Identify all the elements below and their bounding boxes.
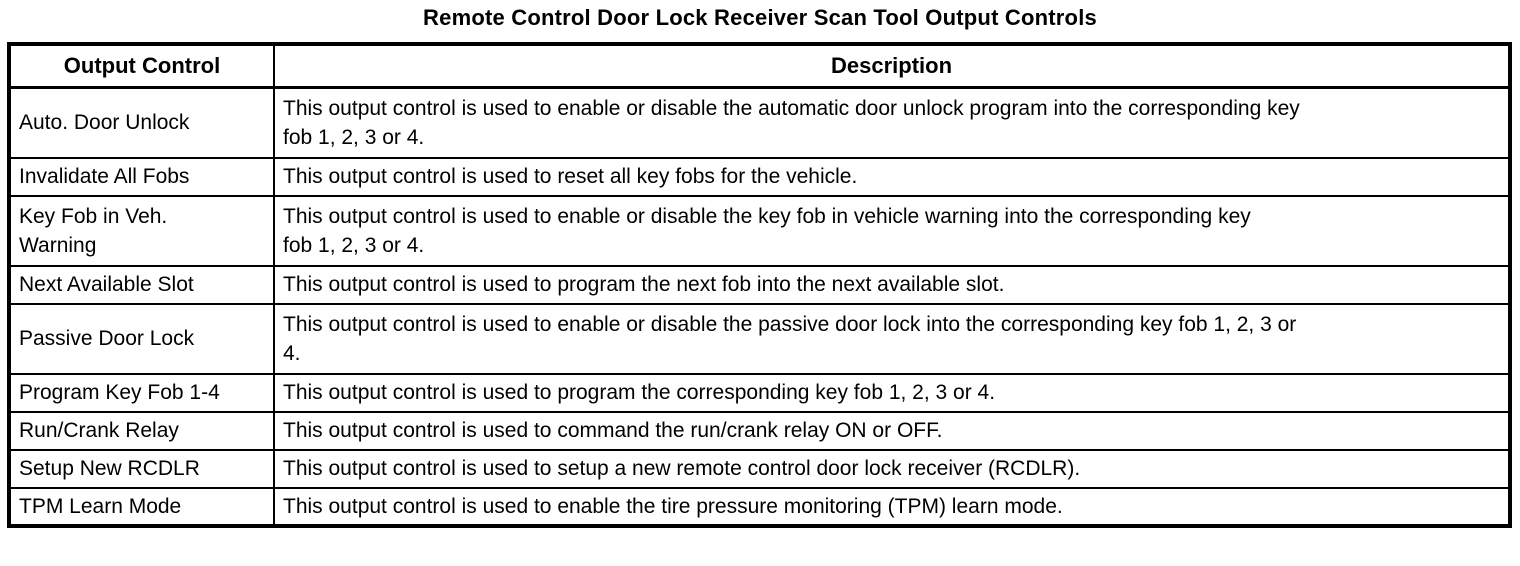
description-cell: This output control is used to enable th…	[273, 486, 1511, 527]
output-control-cell: Key Fob in Veh. Warning	[8, 194, 275, 267]
table-row: Auto. Door Unlock This output control is…	[8, 86, 1511, 159]
output-control-cell: Setup New RCDLR	[8, 448, 275, 489]
output-control-cell: Auto. Door Unlock	[8, 86, 275, 159]
output-control-cell: Invalidate All Fobs	[8, 156, 275, 197]
table-row: Passive Door Lock This output control is…	[8, 302, 1511, 375]
table-row: Key Fob in Veh. Warning This output cont…	[8, 194, 1511, 267]
output-controls-table: Output Control Description Auto. Door Un…	[7, 42, 1512, 528]
description-cell: This output control is used to enable or…	[273, 86, 1511, 159]
output-control-cell: Passive Door Lock	[8, 302, 275, 375]
description-cell: This output control is used to command t…	[273, 410, 1511, 451]
column-header-description: Description	[273, 43, 1511, 89]
output-control-cell: Next Available Slot	[8, 264, 275, 305]
description-cell: This output control is used to enable or…	[273, 194, 1511, 267]
description-cell: This output control is used to program t…	[273, 264, 1511, 305]
table-row: TPM Learn Mode This output control is us…	[8, 486, 1511, 527]
description-cell: This output control is used to enable or…	[273, 302, 1511, 375]
description-cell: This output control is used to reset all…	[273, 156, 1511, 197]
table-row: Next Available Slot This output control …	[8, 264, 1511, 305]
header-row: Output Control Description	[8, 43, 1511, 89]
page-title: Remote Control Door Lock Receiver Scan T…	[423, 5, 1097, 30]
table-row: Run/Crank Relay This output control is u…	[8, 410, 1511, 451]
output-control-cell: Run/Crank Relay	[8, 410, 275, 451]
table-row: Invalidate All Fobs This output control …	[8, 156, 1511, 197]
column-header-output-control: Output Control	[8, 43, 275, 89]
table-row: Setup New RCDLR This output control is u…	[8, 448, 1511, 489]
table-row: Program Key Fob 1-4 This output control …	[8, 372, 1511, 413]
output-control-cell: Program Key Fob 1-4	[8, 372, 275, 413]
description-cell: This output control is used to setup a n…	[273, 448, 1511, 489]
output-control-cell: TPM Learn Mode	[8, 486, 275, 527]
description-cell: This output control is used to program t…	[273, 372, 1511, 413]
